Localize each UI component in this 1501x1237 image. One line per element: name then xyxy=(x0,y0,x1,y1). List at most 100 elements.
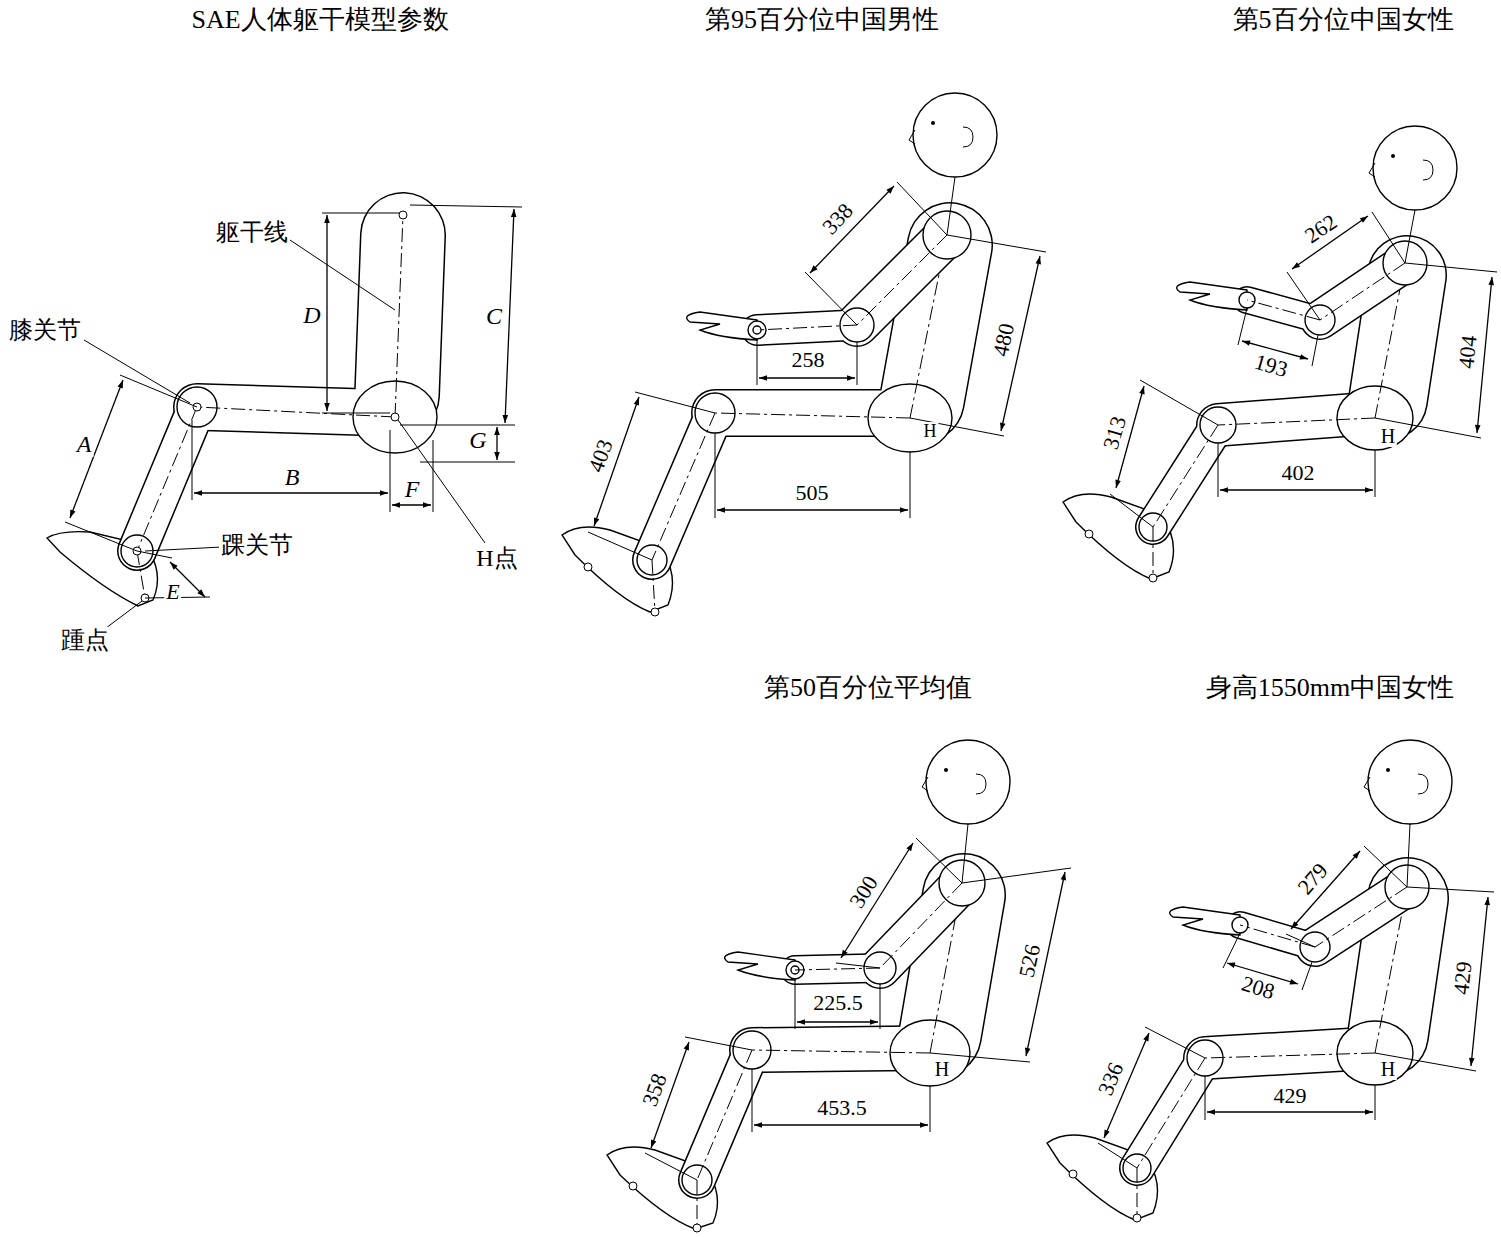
dimension-label: 480 xyxy=(988,319,1019,360)
drawing-line xyxy=(1153,527,1154,578)
drawing-line xyxy=(322,213,400,214)
drawing-line xyxy=(84,340,190,403)
drawing-line xyxy=(810,186,894,273)
drawing-line xyxy=(326,215,327,411)
drawing-path xyxy=(1364,777,1370,791)
panel-title: 身高1550mm中国女性 xyxy=(1204,674,1456,703)
average-50-figure xyxy=(607,740,1071,1232)
drawing-line xyxy=(930,1086,931,1132)
drawing-line xyxy=(1364,846,1407,887)
drawing-line xyxy=(1405,263,1497,272)
drawing-line xyxy=(1302,962,1312,990)
dimension-letter: A xyxy=(75,431,94,457)
drawing-line xyxy=(290,240,395,310)
dimension-label: 258 xyxy=(790,348,827,372)
drawing-line xyxy=(145,547,222,551)
drawing-line xyxy=(857,235,947,325)
panel-title: 第95百分位中国男性 xyxy=(703,6,941,35)
dimension-label: 262 xyxy=(1299,209,1343,250)
drawing-line xyxy=(197,407,395,417)
drawing-line xyxy=(1110,494,1153,527)
drawing-line xyxy=(635,392,715,413)
drawing-line xyxy=(1320,263,1405,320)
drawing-line xyxy=(1140,380,1218,425)
drawing-line xyxy=(947,235,1046,252)
drawing-line xyxy=(795,968,880,970)
dimension-label: 踝关节 xyxy=(219,532,295,558)
dimension-letter: B xyxy=(283,464,302,490)
drawing-path xyxy=(725,952,795,980)
drawing-line xyxy=(752,1069,753,1132)
drawing-line xyxy=(1372,212,1405,263)
drawing-line xyxy=(1205,1053,1375,1058)
drawing-line xyxy=(795,980,796,1029)
panel-title: 第50百分位平均值 xyxy=(762,674,974,703)
drawing-path xyxy=(909,130,915,144)
drawing-line xyxy=(685,1037,752,1050)
dimension-label: 300 xyxy=(844,870,884,914)
drawing-path xyxy=(1177,282,1247,310)
drawing-line xyxy=(645,1153,697,1180)
sae-torso-model xyxy=(47,205,522,628)
drawing-line xyxy=(1375,1085,1376,1120)
drawing-circle xyxy=(931,121,935,125)
dimension-label: 膝关节 xyxy=(7,317,83,343)
drawing-line xyxy=(1240,925,1315,947)
drawing-line xyxy=(947,177,955,235)
dimension-label: 279 xyxy=(1292,857,1335,901)
drawing-line xyxy=(1312,335,1318,366)
drawing-line xyxy=(194,492,388,493)
drawing-circle xyxy=(1386,768,1390,772)
dimension-label: 404 xyxy=(1454,332,1482,371)
drawing-line xyxy=(1238,308,1247,345)
dimension-letter: E xyxy=(164,580,181,604)
dimension-label: H xyxy=(1379,425,1397,447)
drawing-line xyxy=(880,883,962,968)
drawing-line xyxy=(137,551,172,558)
drawing-line xyxy=(410,205,522,207)
drawing-line xyxy=(1223,933,1240,968)
drawing-line xyxy=(392,504,431,505)
drawing-line xyxy=(1407,887,1494,892)
drawing-line xyxy=(1153,425,1218,527)
dimension-letter: F xyxy=(403,476,422,502)
drawing-circle xyxy=(913,93,997,177)
drawing-circle xyxy=(1149,574,1157,582)
drawing-line xyxy=(1145,1027,1205,1058)
drawing-line xyxy=(910,452,911,518)
dimension-label: 429 xyxy=(1272,1084,1309,1108)
drawing-line xyxy=(1205,1076,1206,1120)
drawing-line xyxy=(1407,824,1410,887)
drawing-line xyxy=(652,413,715,560)
drawing-circle xyxy=(693,1224,701,1232)
dimension-label: 453.5 xyxy=(815,1096,869,1120)
drawing-path xyxy=(922,777,928,791)
dimension-label: H xyxy=(922,422,939,442)
drawing-line xyxy=(496,427,497,460)
drawing-line xyxy=(757,325,857,330)
drawing-path xyxy=(1170,907,1240,935)
drawing-circle xyxy=(629,1182,637,1190)
drawing-line xyxy=(322,413,390,414)
drawing-line xyxy=(395,215,403,417)
dimension-label: 403 xyxy=(583,434,618,477)
drawing-circle xyxy=(584,563,592,571)
dimension-label: 505 xyxy=(794,481,831,505)
drawing-line xyxy=(1315,887,1407,947)
drawing-line xyxy=(652,413,715,560)
drawing-circle xyxy=(1133,1214,1141,1222)
drawing-line xyxy=(1405,210,1415,263)
dimension-label: H xyxy=(1379,1058,1397,1080)
drawing-line xyxy=(754,1124,928,1125)
drawing-line xyxy=(652,560,655,612)
drawing-line xyxy=(1220,489,1373,490)
drawing-line xyxy=(836,963,880,968)
drawing-line xyxy=(1291,851,1360,929)
drawing-circle xyxy=(926,740,1010,824)
drawing-circle xyxy=(1373,126,1457,210)
dimension-label: 526 xyxy=(1014,940,1045,981)
drawing-line xyxy=(1287,272,1320,320)
drawing-line xyxy=(1137,1058,1205,1168)
